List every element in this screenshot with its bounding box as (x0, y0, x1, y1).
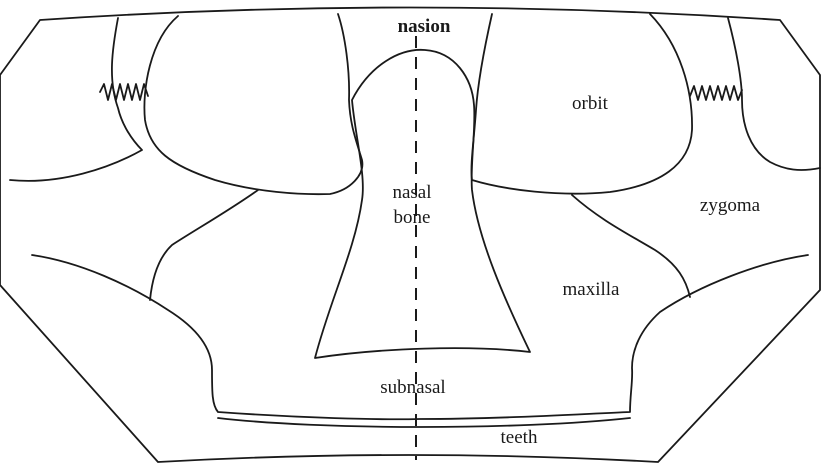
label-teeth: teeth (501, 427, 538, 448)
label-nasion: nasion (398, 16, 451, 37)
left-zygomatic-suture (150, 190, 258, 300)
label-subnasal: subnasal (380, 377, 445, 398)
right-suture-zigzag (690, 86, 742, 100)
label-zygoma: zygoma (700, 195, 761, 216)
nasal-bone-outline (315, 50, 530, 358)
label-nasal-line1: nasal (392, 182, 431, 203)
right-lateral-upper-outline (728, 18, 820, 170)
left-lateral-upper-outline (10, 18, 142, 181)
left-suture-zigzag (100, 84, 148, 100)
label-maxilla: maxilla (563, 279, 621, 300)
label-nasal-line2: bone (394, 207, 431, 228)
label-orbit: orbit (572, 93, 609, 114)
left-orbit-outline (144, 14, 362, 194)
